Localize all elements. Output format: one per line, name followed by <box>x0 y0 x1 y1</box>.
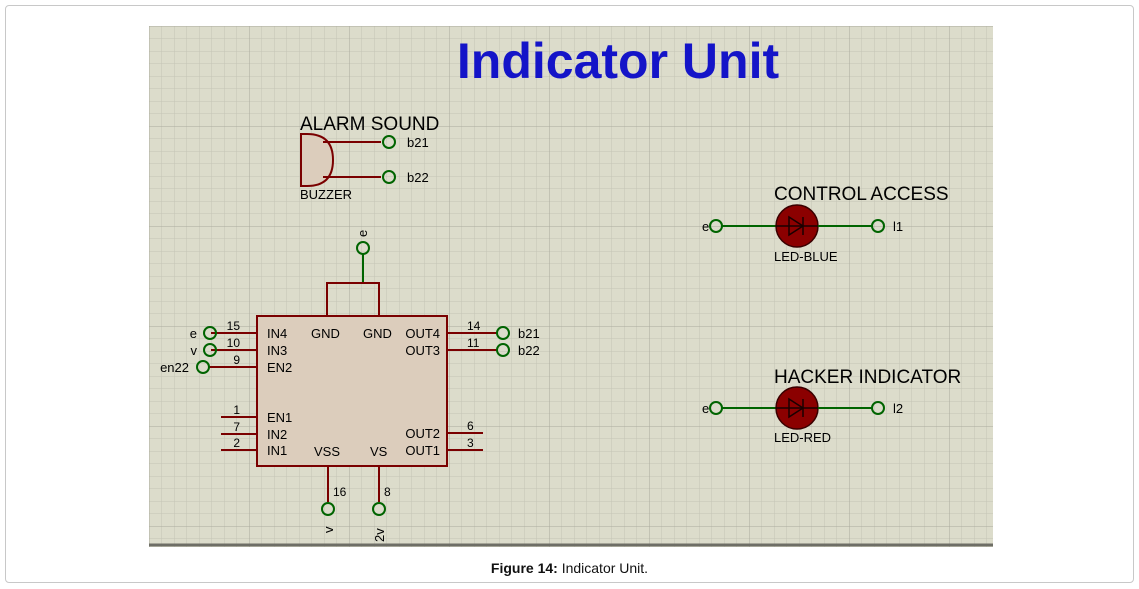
pin-num-3: 3 <box>467 436 474 450</box>
pin-num-9: 9 <box>233 353 240 367</box>
pin-num-10: 10 <box>227 336 241 350</box>
pin-name-in1: IN1 <box>267 443 287 458</box>
led-1-part: LED-BLUE <box>774 249 838 264</box>
driver-gnd-wires <box>326 282 380 316</box>
schematic-canvas: Indicator Unit ALARM SOUND b21 b22 BUZZE… <box>149 26 993 547</box>
pin-name-in3: IN3 <box>267 343 287 358</box>
buzzer-heading: ALARM SOUND <box>300 114 439 135</box>
figure-caption: Figure 14: Indicator Unit. <box>0 560 1139 576</box>
buzzer-net-2: b22 <box>407 170 429 185</box>
diagram-title: Indicator Unit <box>457 33 780 89</box>
pin-num-7: 7 <box>233 420 240 434</box>
net-label-in3: v <box>191 343 198 358</box>
terminal-2v-bottom <box>372 502 386 516</box>
driver-ic: e GND GND e v en22 15 10 9 1 7 2 <box>160 230 540 542</box>
net-label-out4: b21 <box>518 326 540 341</box>
driver-gnd-label-2: GND <box>363 326 392 341</box>
buzzer-net-1: b21 <box>407 135 429 150</box>
led-2-part: LED-RED <box>774 430 831 445</box>
driver-top-net: e <box>355 230 370 237</box>
led-1-out-net: l1 <box>893 219 903 234</box>
buzzer: ALARM SOUND b21 b22 BUZZER <box>300 114 439 202</box>
pin-name-vss: VSS <box>314 444 340 459</box>
pin-num-16: 16 <box>333 485 347 499</box>
terminal-v-bottom <box>321 502 335 516</box>
pin-num-14: 14 <box>467 319 481 333</box>
terminal-e-left <box>203 326 217 340</box>
pin-num-8: 8 <box>384 485 391 499</box>
terminal-v-left <box>203 343 217 357</box>
led-1-out-terminal <box>871 219 885 233</box>
led-1-heading: CONTROL ACCESS <box>774 184 949 205</box>
pin-name-en1: EN1 <box>267 410 292 425</box>
net-label-vs: 2v <box>372 528 387 542</box>
pin-num-15: 15 <box>227 319 241 333</box>
terminal-b22-right <box>496 343 510 357</box>
net-label-vss: v <box>321 526 336 533</box>
buzzer-terminal-1 <box>382 135 396 149</box>
led-2-out-terminal <box>871 401 885 415</box>
driver-right-pins: b21 b22 14 11 6 3 OUT4 OUT3 OUT2 OUT1 <box>405 319 539 458</box>
led-1-in-net: e <box>702 219 709 234</box>
led-control-access: CONTROL ACCESS e l1 LED-BLUE <box>702 184 949 264</box>
pin-num-2: 2 <box>233 436 240 450</box>
buzzer-terminal-2 <box>382 170 396 184</box>
caption-text: Indicator Unit. <box>561 560 649 576</box>
grid-major <box>149 26 993 547</box>
net-label-in4: e <box>190 326 197 341</box>
pin-name-out4: OUT4 <box>405 326 440 341</box>
driver-left-pins: e v en22 15 10 9 1 7 2 IN4 IN3 EN2 EN1 I… <box>160 319 292 458</box>
pin-num-6: 6 <box>467 419 474 433</box>
driver-gnd-label-1: GND <box>311 326 340 341</box>
terminal-en22-left <box>196 360 210 374</box>
pin-name-in2: IN2 <box>267 427 287 442</box>
pin-name-out3: OUT3 <box>405 343 440 358</box>
buzzer-part-label: BUZZER <box>300 187 352 202</box>
driver-bottom-pins: VSS VS 16 8 v 2v <box>314 444 391 542</box>
pin-name-out2: OUT2 <box>405 426 440 441</box>
net-label-out3: b22 <box>518 343 540 358</box>
led-2-in-net: e <box>702 401 709 416</box>
terminal-b21-right <box>496 326 510 340</box>
pin-name-en2: EN2 <box>267 360 292 375</box>
pin-name-in4: IN4 <box>267 326 287 341</box>
led-hacker-indicator: HACKER INDICATOR e l2 LED-RED <box>702 367 961 445</box>
led-2-heading: HACKER INDICATOR <box>774 367 961 388</box>
led-2-out-net: l2 <box>893 401 903 416</box>
led-1-diode-triangle <box>788 215 805 237</box>
pin-name-out1: OUT1 <box>405 443 440 458</box>
pin-num-1: 1 <box>233 403 240 417</box>
caption-label: Figure 14: <box>490 560 558 576</box>
driver-body <box>256 315 448 467</box>
net-label-en2: en22 <box>160 360 189 375</box>
buzzer-symbol <box>300 133 335 187</box>
pin-name-vs: VS <box>370 444 388 459</box>
led-2-diode-triangle <box>788 397 805 419</box>
pin-num-11: 11 <box>467 336 480 350</box>
